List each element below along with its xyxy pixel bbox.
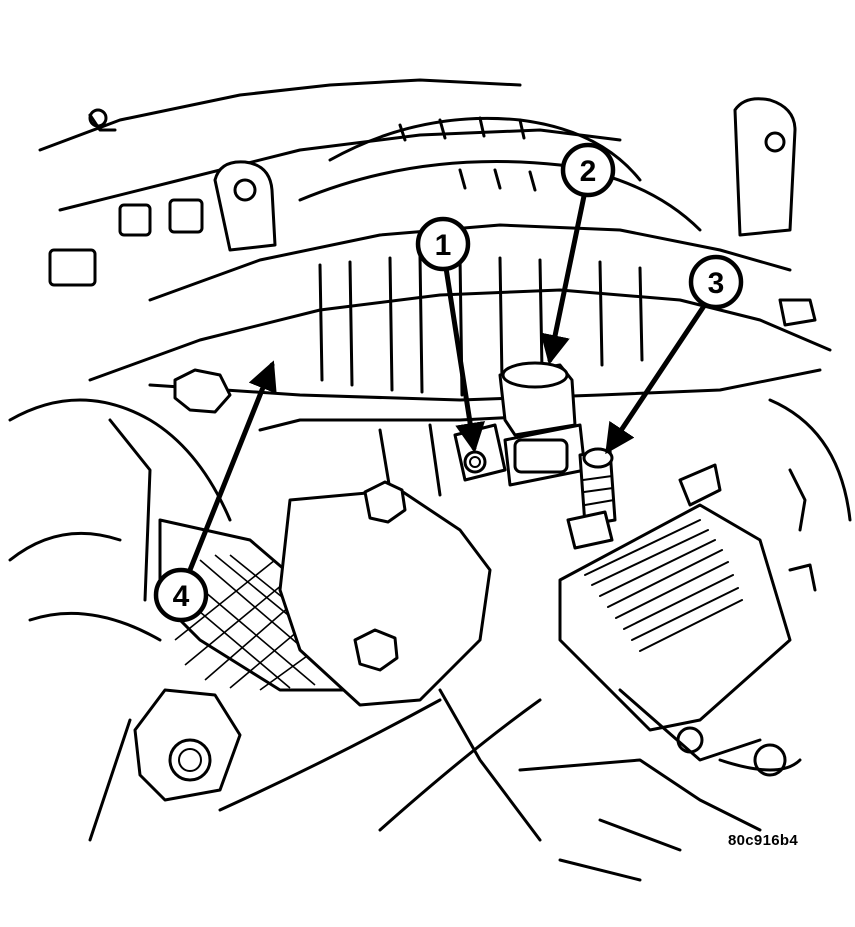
callout-1: 1 — [415, 216, 471, 272]
figure-id: 80c916b4 — [728, 832, 798, 849]
leader-line-4 — [187, 360, 277, 573]
callout-4: 4 — [153, 567, 209, 623]
engine-line-art — [8, 78, 852, 882]
leader-line-3 — [605, 303, 707, 455]
leader-lines — [187, 193, 707, 573]
callout-2-label: 2 — [580, 155, 597, 188]
callout-1-label: 1 — [435, 229, 452, 262]
leader-line-1 — [443, 265, 485, 453]
callout-2: 2 — [560, 142, 616, 198]
coil-ribs — [584, 519, 743, 652]
callout-3-label: 3 — [708, 267, 725, 300]
leader-line-2 — [540, 193, 587, 365]
callout-4-label: 4 — [173, 580, 190, 613]
callout-3: 3 — [688, 254, 744, 310]
